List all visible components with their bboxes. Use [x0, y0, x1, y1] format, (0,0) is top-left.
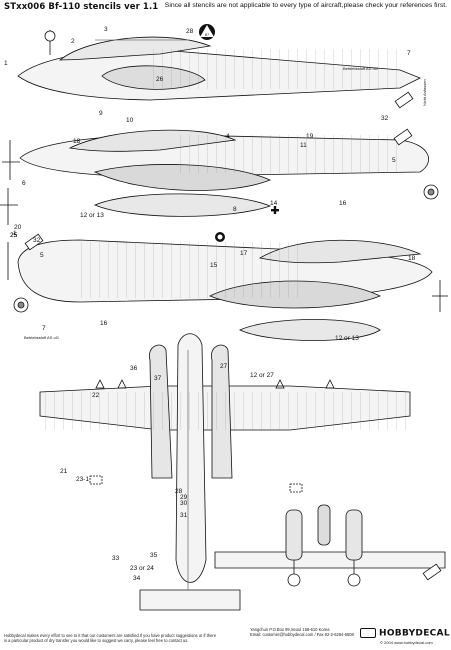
plan-callout-8: 31: [180, 512, 188, 519]
top-callout-20: 25: [10, 232, 18, 239]
top-callout-16: 16: [339, 200, 347, 207]
top-callout-7: 10: [126, 117, 134, 124]
cross-marking: [271, 206, 279, 214]
plan-callout-3: 21: [60, 468, 68, 475]
plan-callout-14: 12 or 27: [250, 372, 274, 379]
top-callout-4: 26: [156, 76, 164, 83]
brand-mark-icon: [360, 628, 376, 638]
top-callout-15: 14: [270, 200, 278, 207]
top-callout-11: 32: [381, 115, 389, 122]
mid-callout-9: 12 or 13: [335, 335, 359, 342]
mid-callout-3: 5: [40, 252, 44, 259]
top-callout-3: 28: [186, 28, 194, 35]
plan-callout-12: 34: [133, 575, 141, 582]
top-callout-9: 19: [306, 133, 314, 140]
brand-logo: HOBBYDECAL: [360, 628, 450, 639]
brand-copyright: © 2004 www.hobbydecal.com: [380, 640, 433, 645]
top-callout-10: 11: [300, 142, 307, 149]
mid-callout-2: 32: [33, 237, 41, 244]
plan-callout-9: 28: [175, 488, 183, 495]
top-callout-14: 8: [233, 206, 237, 213]
top-callout-0: 1: [4, 60, 8, 67]
top-callout-8: 4: [226, 133, 230, 140]
mid-callout-5: 15: [210, 262, 218, 269]
no-touch-stencil: Nicht Anfassen: [422, 79, 427, 106]
sheet-title: STxx006 Bf-110 stencils ver 1.1: [4, 2, 159, 12]
side-view-top: [17, 30, 421, 109]
plan-callout-10: 35: [150, 552, 158, 559]
plan-callout-0: 22: [92, 392, 100, 399]
top-callout-6: 9: [99, 110, 103, 117]
top-callout-1: 2: [71, 38, 75, 45]
round-marking: [215, 232, 225, 242]
plan-callout-6: 29: [180, 494, 188, 501]
side-view-middle: [7, 233, 448, 341]
side-view-engine: [0, 128, 439, 225]
top-callout-18: 6: [22, 180, 26, 187]
plan-view: [39, 333, 411, 611]
top-callout-17: 12 or 13: [80, 212, 104, 219]
top-callout-13: 18: [73, 138, 81, 145]
plan-callout-1: 37: [154, 375, 162, 382]
top-callout-2: 3: [104, 26, 108, 33]
top-callout-12: 5: [392, 157, 396, 164]
badge-87: 87: [199, 24, 215, 40]
top-callout-19: 20: [14, 224, 22, 231]
mid-callout-7: 7: [42, 325, 46, 332]
plan-callout-2: 36: [130, 365, 138, 372]
plan-callout-11: 33: [112, 555, 120, 562]
brand-name: HOBBYDECAL: [379, 628, 450, 639]
plan-callout-13: 23 or 24: [130, 565, 154, 572]
fuel-stencil-top: Betriebsstoff AS oG: [343, 66, 378, 71]
top-callout-5: 7: [407, 50, 411, 57]
email-line: Email: customer@hobbydecal.com / Fax 82-…: [250, 632, 354, 638]
plan-callout-7: 30: [180, 500, 188, 507]
plan-callout-4: 23-1: [76, 476, 90, 483]
reference-note: Since all stencils are not applicable to…: [164, 2, 447, 9]
footer-disclaimer: Hobbydecal makes every effort to see to …: [4, 633, 216, 644]
mid-callout-1: 25: [10, 232, 18, 239]
footer-address: Yangchun P.O.Box 99,Seoul 158-610 Korea …: [250, 627, 354, 638]
address-line: Yangchun P.O.Box 99,Seoul 158-610 Korea: [250, 627, 330, 632]
mid-callout-8: 16: [100, 320, 108, 327]
plan-callout-5: 27: [220, 363, 228, 370]
mid-callout-0: 1: [13, 230, 17, 237]
fuel-stencil-middle: Betriebsstoff AS oG: [24, 335, 59, 340]
front-view: [214, 504, 446, 587]
mid-callout-6: 18: [408, 255, 416, 262]
mid-callout-4: 17: [240, 250, 248, 257]
svg-text:87: 87: [205, 32, 210, 37]
